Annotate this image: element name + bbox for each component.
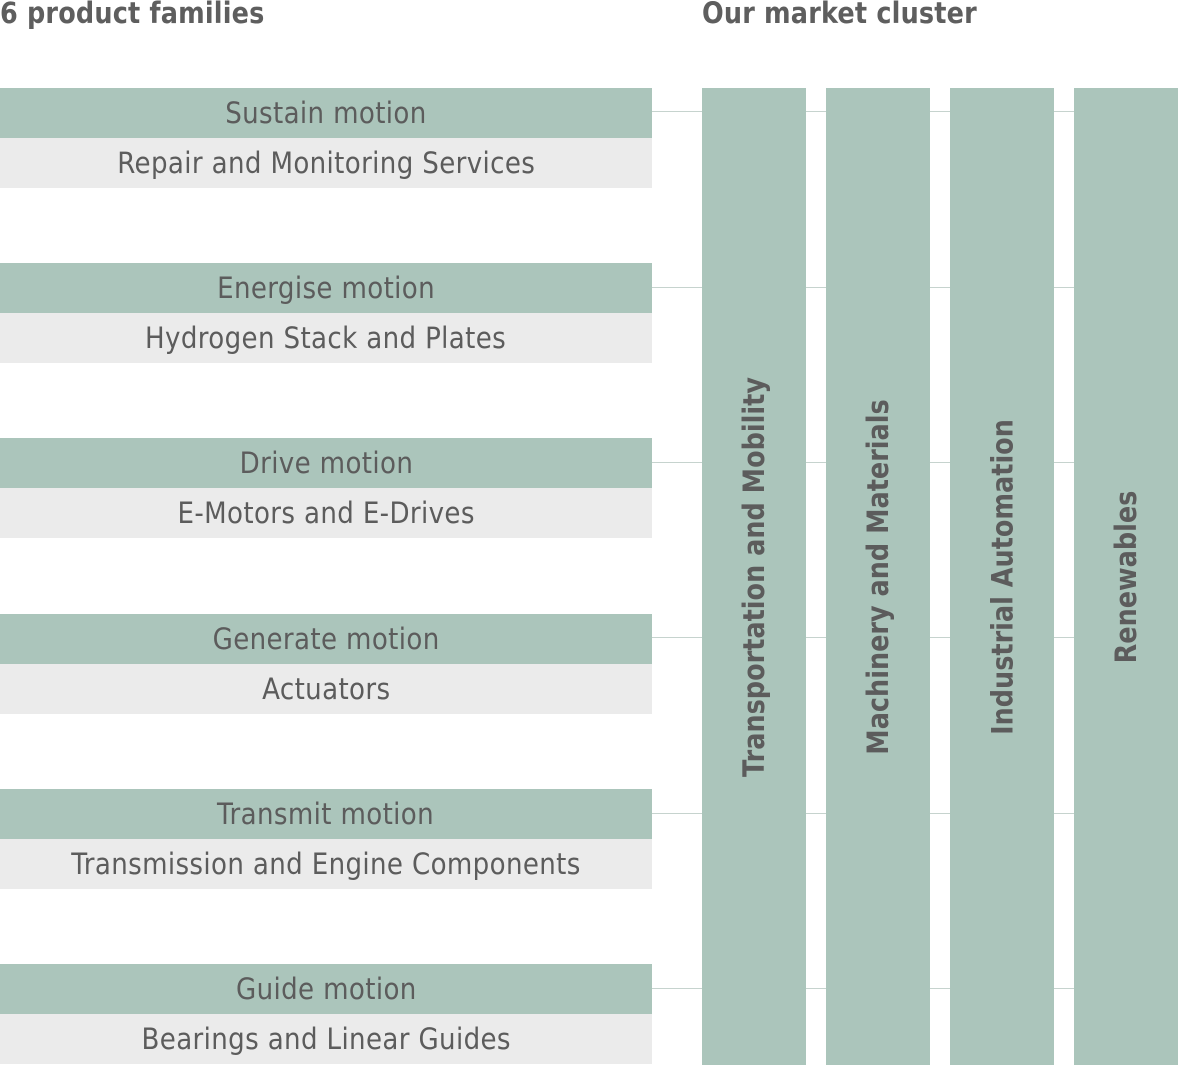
cluster-column-industrial-automation: Industrial Automation [950,88,1054,1065]
cluster-label: Industrial Automation [985,418,1020,735]
cluster-label: Renewables [1109,490,1143,663]
cluster-label: Machinery and Materials [861,398,895,755]
product-family-drive-motion: Drive motion E-Motors and E-Drives [0,438,652,538]
product-family-sustain-motion: Sustain motion Repair and Monitoring Ser… [0,88,652,188]
family-subtitle: Repair and Monitoring Services [0,138,652,188]
market-cluster-heading: Our market cluster [702,0,977,30]
cluster-column-renewables: Renewables [1074,88,1178,1065]
product-family-transmit-motion: Transmit motion Transmission and Engine … [0,789,652,889]
family-subtitle: Actuators [0,664,652,714]
product-family-energise-motion: Energise motion Hydrogen Stack and Plate… [0,263,652,363]
family-subtitle: Bearings and Linear Guides [0,1014,652,1064]
family-subtitle: E-Motors and E-Drives [0,488,652,538]
product-family-generate-motion: Generate motion Actuators [0,614,652,714]
family-title: Transmit motion [0,789,652,839]
family-subtitle: Hydrogen Stack and Plates [0,313,652,363]
family-title: Generate motion [0,614,652,664]
cluster-column-transportation-mobility: Transportation and Mobility [702,88,806,1065]
family-subtitle: Transmission and Engine Components [0,839,652,889]
family-title: Drive motion [0,438,652,488]
family-title: Guide motion [0,964,652,1014]
family-title: Sustain motion [0,88,652,138]
cluster-column-machinery-materials: Machinery and Materials [826,88,930,1065]
product-families-heading: 6 product families [0,0,265,30]
family-title: Energise motion [0,263,652,313]
cluster-label: Transportation and Mobility [737,376,771,777]
product-family-guide-motion: Guide motion Bearings and Linear Guides [0,964,652,1064]
